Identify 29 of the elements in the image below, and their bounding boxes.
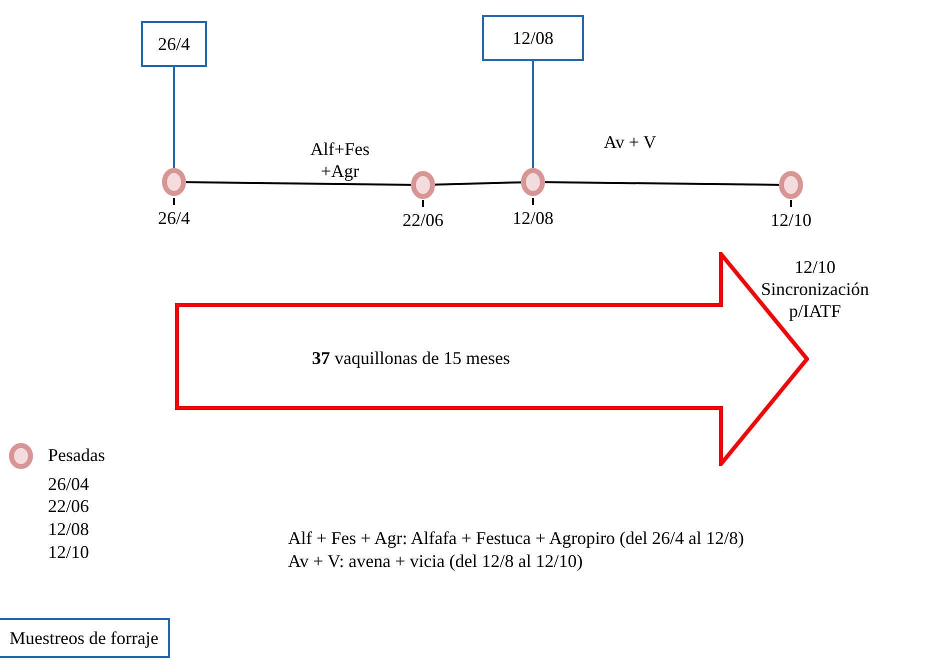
date-text: 12/10 [48, 541, 90, 563]
date-label: 12/08 [511, 207, 554, 229]
timeline-marker [779, 171, 803, 199]
date-box [141, 21, 207, 67]
diet-label: Alf+Fes +Agr [309, 138, 371, 182]
note-text: Alf + Fes + Agr: Alfafa + Festuca + Agropiro (del 26/4 al 12/8) [288, 527, 746, 549]
connector-line [173, 67, 175, 168]
legend-text: Muestreos de forraje [10, 627, 158, 649]
legend-text: Pesadas [48, 444, 105, 466]
date-text: 26/4 [158, 33, 190, 55]
date-text: 22/06 [48, 495, 90, 517]
timeline-marker [411, 171, 435, 199]
diet-label: Av + V [602, 131, 658, 153]
timeline-marker [521, 168, 545, 196]
date-box [482, 15, 584, 61]
timeline-marker [162, 168, 186, 196]
arrow-text: 37 vaquillonas de 15 meses [312, 347, 510, 369]
date-text: 12/08 [512, 27, 554, 49]
connector-line [186, 181, 412, 186]
date-label: 22/06 [401, 209, 444, 231]
date-label: 26/4 [156, 207, 191, 229]
connector-line [544, 181, 780, 186]
date-label: 12/10 [769, 209, 812, 231]
connector-line [532, 61, 534, 168]
date-text: 12/08 [48, 518, 90, 540]
note-text: Av + V: avena + vicia (del 12/8 al 12/10) [288, 550, 584, 572]
event-note: 12/10 Sincronización p/IATF [760, 256, 870, 322]
date-text: 26/04 [48, 473, 90, 495]
connector-line [434, 181, 522, 186]
